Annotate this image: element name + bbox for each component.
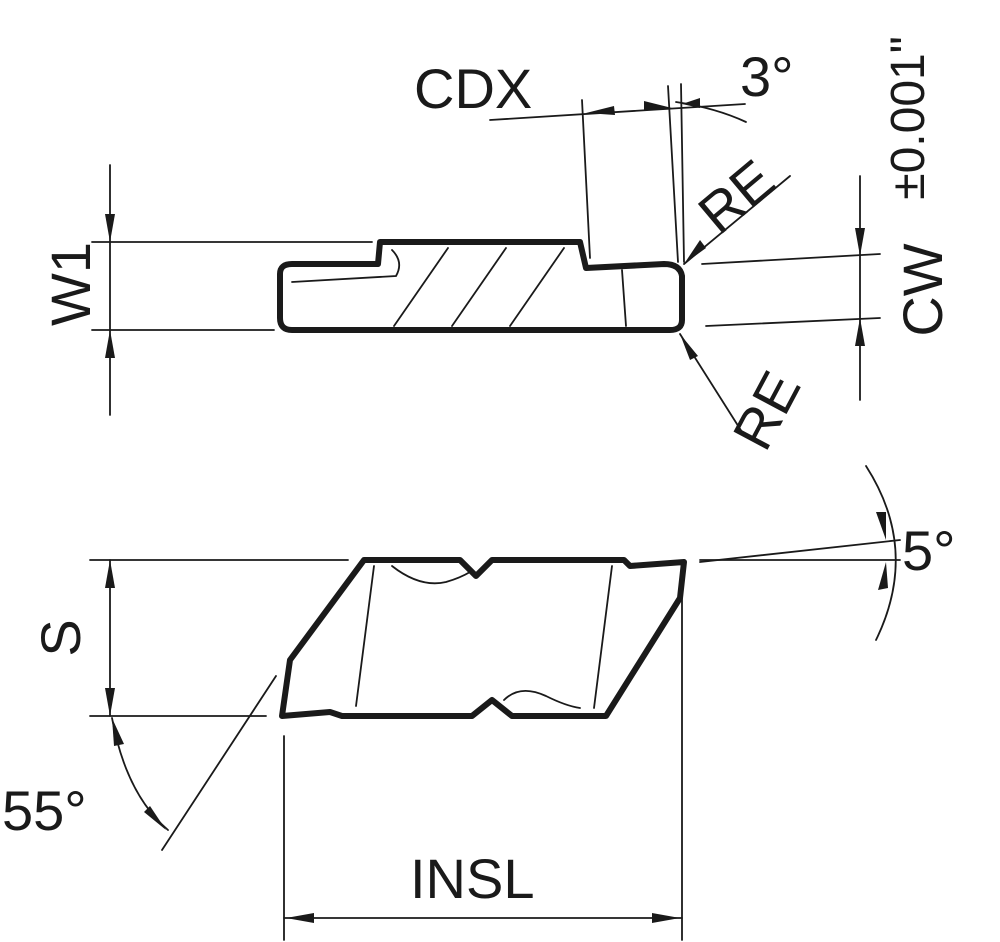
cw-dimension: CW ±0.001" (701, 36, 954, 401)
s-label: S (29, 619, 92, 656)
re-top-leader: RE (683, 147, 791, 265)
re-bottom-label: RE (720, 361, 812, 459)
re-top-label: RE (686, 147, 786, 245)
insl-dimension: INSL (283, 595, 683, 941)
w1-dimension: W1 (39, 164, 373, 416)
relief-angle-label: 3° (740, 45, 794, 108)
clearance-angle-dimension: 5° (699, 465, 956, 641)
section-hatching (393, 247, 565, 327)
insert-bottom-view (279, 557, 687, 719)
included-angle-label: 55° (2, 779, 87, 842)
top-view-groove (291, 249, 401, 283)
w1-label: W1 (39, 242, 102, 326)
bottom-view-bottom-groove (503, 690, 581, 709)
s-dimension: S (29, 559, 349, 717)
included-angle-dimension: 55° (2, 675, 277, 851)
bottom-view-top-groove (391, 565, 471, 585)
top-view-edge-line (621, 269, 627, 327)
clearance-angle-label: 5° (902, 519, 956, 582)
insert-top-view (277, 239, 685, 333)
cw-label: CW (891, 243, 954, 336)
insl-label: INSL (410, 847, 535, 910)
bottom-view-right-line (593, 565, 613, 709)
cdx-dimension: CDX (414, 57, 746, 263)
cw-tolerance-label: ±0.001" (882, 36, 935, 200)
relief-angle-dimension: 3° (675, 45, 794, 263)
re-bottom-leader: RE (679, 333, 813, 459)
bottom-view-outline (279, 557, 687, 719)
bottom-view-left-line (355, 565, 375, 707)
top-view-outline (277, 239, 685, 333)
cdx-label: CDX (414, 57, 532, 120)
